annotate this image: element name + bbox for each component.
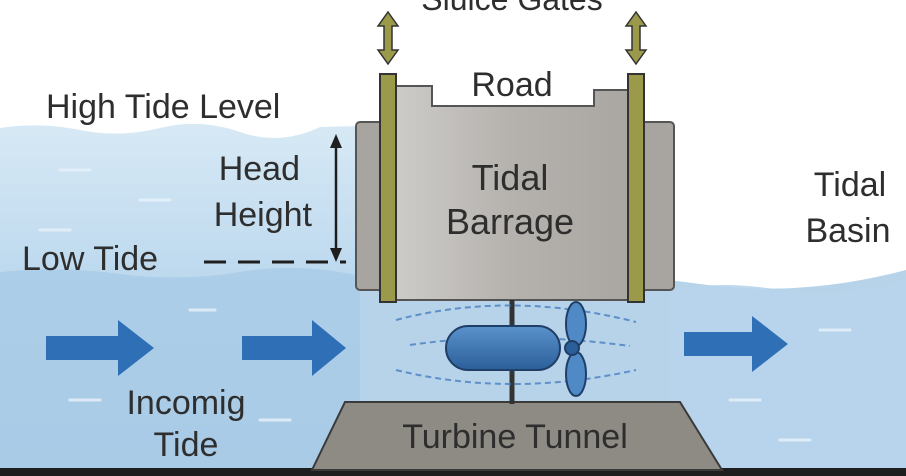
barrage-label-line1: Tidal (472, 157, 549, 198)
incoming-tide-label-line2: Tide (154, 426, 219, 464)
water-streaks (38, 168, 852, 442)
sluice-gate-right (627, 73, 645, 303)
turbine-propeller (564, 301, 587, 397)
incoming-flow-arrows (46, 316, 788, 376)
head-height-label-line1: Head (219, 150, 300, 188)
turbine-tunnel-label: Turbine Tunnel (402, 418, 628, 456)
sea-floor (0, 468, 906, 476)
sluice-gate-left (379, 73, 397, 303)
flow-arrow-1 (46, 320, 154, 376)
tidal-barrage-body (387, 85, 635, 301)
turbine-generator (445, 325, 561, 371)
tidal-basin-label-line1: Tidal (814, 166, 886, 204)
head-height-arrow (330, 134, 342, 262)
head-height-label-line2: Height (214, 196, 313, 234)
flow-arrow-3 (684, 316, 788, 372)
flow-arrow-2 (242, 320, 346, 376)
low-tide-label: Low Tide (22, 240, 158, 278)
sluice-gates-label: Sluice Gates (421, 0, 602, 17)
tidal-basin-label-line2: Basin (805, 212, 890, 250)
turbine-tunnel (310, 401, 724, 471)
high-tide-level-label: High Tide Level (46, 88, 280, 126)
sluice-gate-arrows (376, 10, 648, 66)
barrage-label-line2: Barrage (446, 201, 574, 242)
road-label: Road (471, 66, 552, 104)
incoming-tide-label-line1: Incomig (126, 384, 245, 422)
